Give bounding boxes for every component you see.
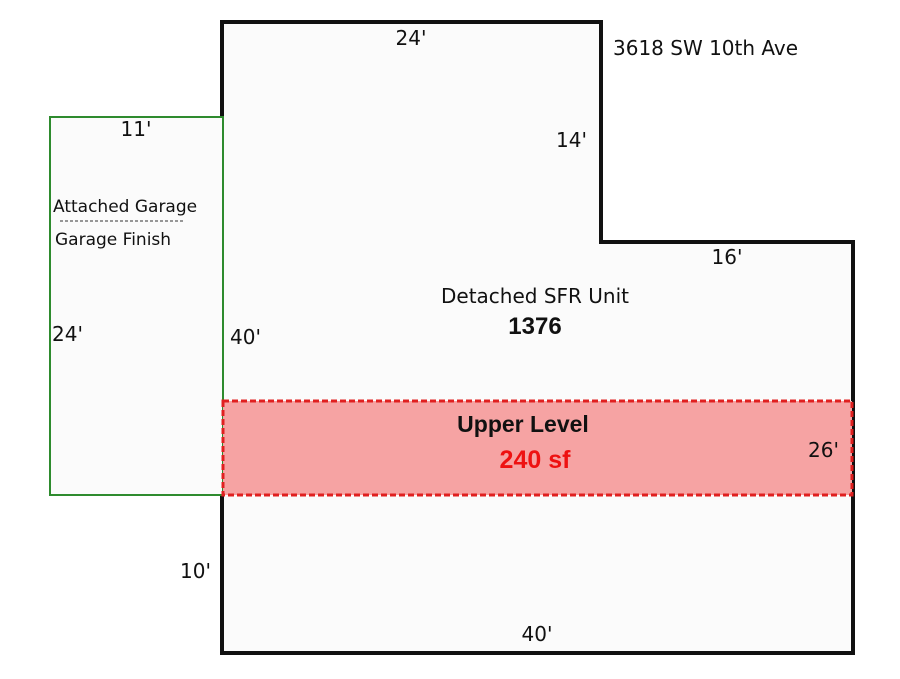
upper-level-area [221, 399, 854, 497]
dim-notch-horizontal: 16' [711, 245, 743, 269]
main-unit-label: Detached SFR Unit [441, 284, 629, 308]
main-unit-outline [220, 20, 855, 655]
dim-left-lower: 10' [180, 559, 211, 583]
dim-notch-vertical: 14' [556, 128, 587, 152]
upper-level-label: Upper Level [457, 411, 589, 437]
address-label: 3618 SW 10th Ave [613, 36, 799, 60]
garage-label: Attached Garage [53, 197, 198, 217]
dim-bottom: 40' [521, 622, 553, 646]
garage-finish-label: Garage Finish [55, 230, 172, 250]
garage-outline [49, 116, 224, 496]
dim-top: 24' [395, 26, 427, 50]
garage-dim-top: 11' [120, 117, 152, 141]
main-unit-area: 1376 [508, 313, 562, 340]
upper-level-area-text: 240 sf [499, 446, 571, 474]
dim-left: 40' [230, 325, 261, 349]
upper-level-dim-right: 26' [808, 438, 839, 462]
garage-dim-left: 24' [52, 322, 83, 346]
